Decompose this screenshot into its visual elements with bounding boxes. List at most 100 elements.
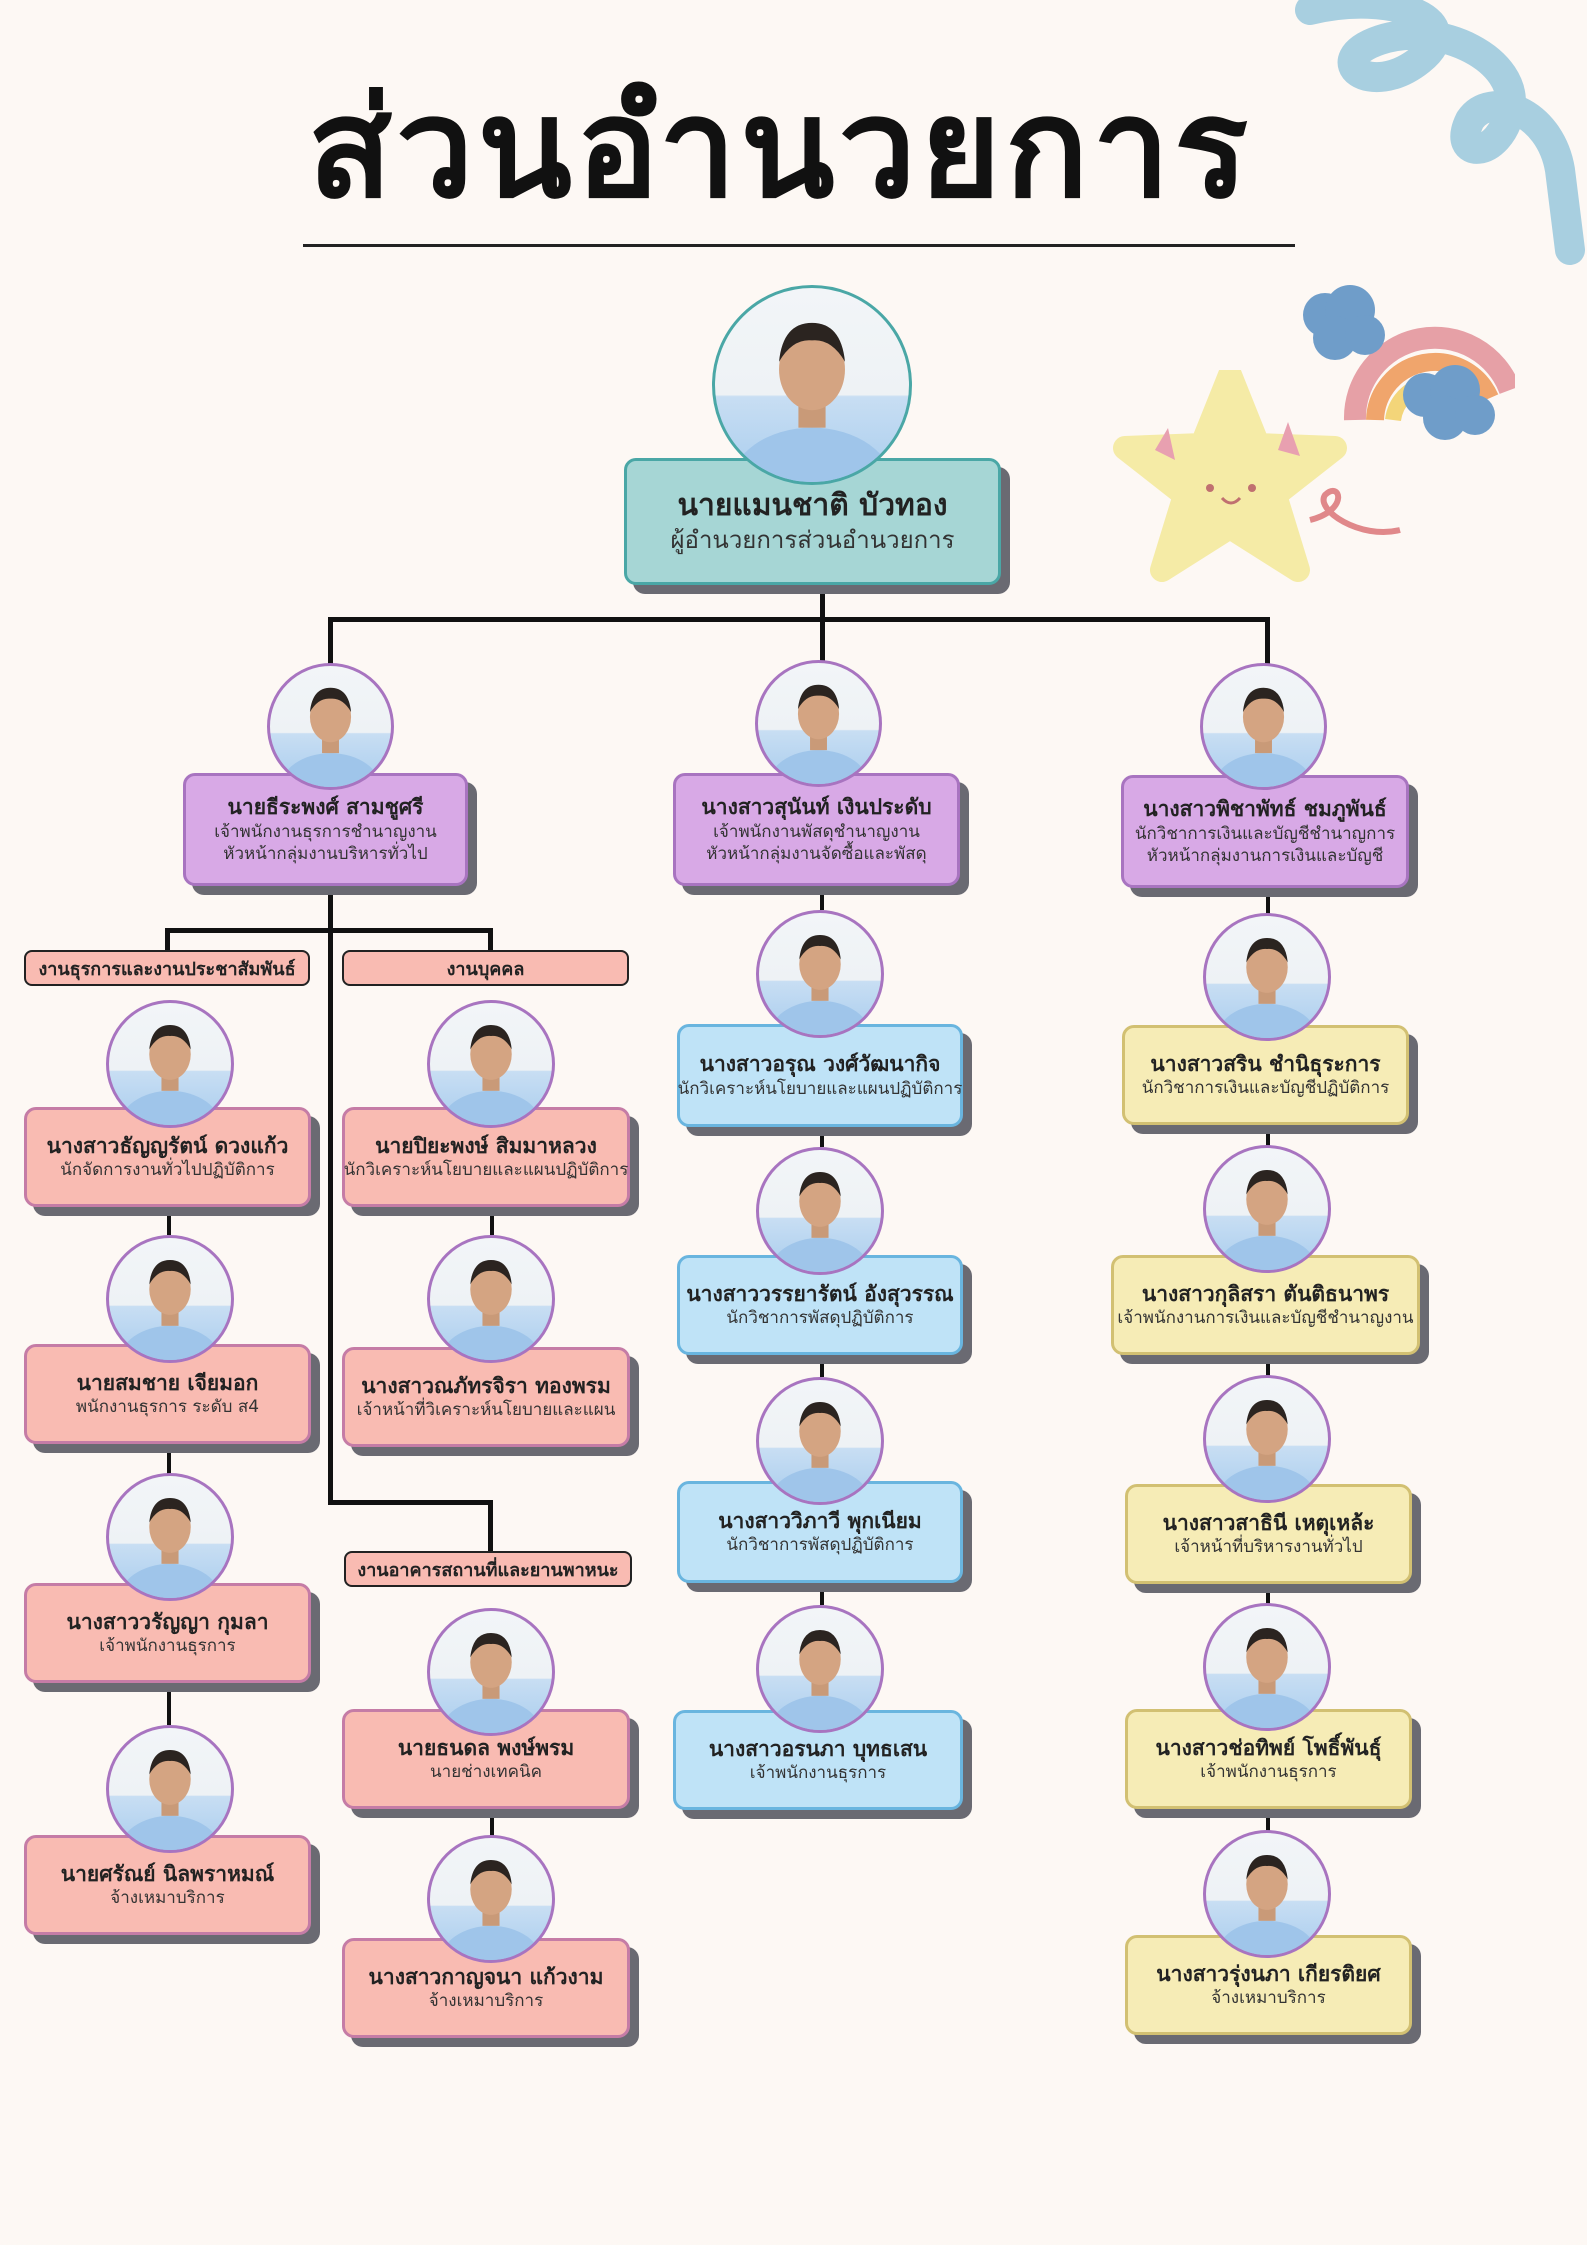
staff-role: เจ้าพนักงานธุรการ	[1200, 1762, 1337, 1783]
staff-name: นางสาวธัญญรัตน์ ดวงแก้ว	[46, 1133, 289, 1158]
staff-photo	[427, 1835, 555, 1963]
connector-line	[490, 1813, 494, 1838]
staff-role: จ้างเหมาบริการ	[110, 1888, 225, 1909]
connector-line	[167, 1683, 171, 1725]
connector-line	[488, 1500, 493, 1555]
connector-line	[328, 617, 1270, 622]
staff-role: เจ้าพนักงานธุรการ	[99, 1636, 236, 1657]
head-name: นางสาวสุนันท์ เงินประดับ	[701, 795, 932, 820]
staff-card: นางสาวอรุณ วงศ์วัฒนากิจ นักวิเคราะห์นโยบ…	[677, 1024, 963, 1127]
head-role: นักวิชาการเงินและบัญชีชำนาญการ	[1134, 823, 1396, 844]
connector-line	[1266, 1355, 1270, 1377]
staff-role: เจ้าหน้าที่บริหารงานทั่วไป	[1174, 1537, 1363, 1558]
connector-line	[328, 617, 333, 675]
staff-name: นางสาวกาญจนา แก้วงาม	[368, 1964, 604, 1989]
connector-line	[1266, 1583, 1270, 1605]
staff-card: นางสาวสริน ชำนิธุระการ นักวิชาการเงินและ…	[1122, 1025, 1409, 1125]
title-underline	[303, 244, 1295, 247]
connector-line	[328, 885, 333, 1505]
star-decoration	[1113, 370, 1401, 582]
staff-photo	[1203, 1603, 1331, 1731]
head-role: หัวหน้ากลุ่มงานการเงินและบัญชี	[1146, 845, 1384, 866]
connector-line	[820, 890, 824, 910]
director-name: นายแมนชาติ บัวทอง	[677, 488, 948, 524]
staff-photo	[106, 1473, 234, 1601]
connector-line	[1266, 1810, 1270, 1835]
head-photo	[267, 663, 394, 790]
connector-line	[1265, 617, 1270, 675]
rainbow-decoration	[1303, 285, 1515, 440]
connector-line	[165, 928, 493, 933]
section-label-general: งานธุรการและงานประชาสัมพันธ์	[24, 950, 310, 986]
head-photo	[755, 660, 882, 787]
page-title: ส่วนอำนวยการ	[307, 68, 1253, 229]
staff-name: นางสาวอรุณ วงศ์วัฒนากิจ	[699, 1052, 941, 1077]
staff-role: นักวิเคราะห์นโยบายและแผนปฏิบัติการ	[343, 1160, 629, 1181]
staff-card: นางสาวช่อทิพย์ โพธิ์พันธุ์ เจ้าพนักงานธุ…	[1125, 1709, 1412, 1809]
staff-photo	[756, 1377, 884, 1505]
director-photo	[712, 285, 912, 485]
connector-line	[820, 1355, 824, 1377]
connector-line	[167, 1205, 171, 1235]
head-photo	[1200, 663, 1327, 790]
staff-role: เจ้าพนักงานธุรการ	[749, 1763, 887, 1784]
connector-line	[820, 1583, 824, 1605]
head-role: เจ้าพนักงานพัสดุชำนาญงาน	[713, 821, 920, 842]
staff-name: นางสาวอรนภา บุทธเสน	[708, 1736, 928, 1761]
connector-line	[167, 1445, 171, 1475]
staff-role: พนักงานธุรการ ระดับ ส4	[75, 1397, 260, 1418]
staff-name: นางสาวกุลิสรา ตันติธนาพร	[1141, 1281, 1390, 1306]
blue-swirl-decoration	[1295, 0, 1585, 265]
head-card-finance: นางสาวพิชาพัทธ์ ชมภูพันธ์ นักวิชาการเงิน…	[1121, 775, 1409, 888]
connector-line	[820, 617, 825, 675]
head-name: นางสาวพิชาพัทธ์ ชมภูพันธ์	[1143, 797, 1387, 822]
staff-card: นายธนดล พงษ์พรม นายช่างเทคนิค	[342, 1709, 630, 1809]
head-role: หัวหน้ากลุ่มงานบริหารทั่วไป	[223, 843, 428, 864]
staff-photo	[756, 1605, 884, 1733]
staff-card: นางสาววิภาวี พุกเนียม นักวิชาการพัสดุปฏิ…	[677, 1481, 963, 1583]
connector-line	[165, 928, 170, 953]
staff-role: จ้างเหมาบริการ	[1211, 1988, 1326, 2009]
connector-line	[820, 590, 825, 620]
section-label-personnel: งานบุคคล	[342, 950, 629, 986]
staff-photo	[106, 1725, 234, 1853]
staff-photo	[1203, 1830, 1331, 1958]
staff-name: นางสาวสาธินี เหตุเหล้ะ	[1162, 1510, 1375, 1535]
staff-photo	[1203, 1145, 1331, 1273]
head-role: หัวหน้ากลุ่มงานจัดซื้อและพัสดุ	[706, 843, 927, 864]
staff-name: นางสาวรุ่งนภา เกียรติยศ	[1156, 1961, 1381, 1986]
head-name: นายธีระพงศ์ สามชูศรี	[227, 795, 424, 820]
staff-photo	[1203, 1375, 1331, 1503]
connector-line	[488, 928, 493, 953]
staff-role: นักวิชาการพัสดุปฏิบัติการ	[726, 1535, 914, 1556]
staff-name: นางสาวสริน ชำนิธุระการ	[1150, 1051, 1381, 1076]
staff-role: จ้างเหมาบริการ	[428, 1991, 544, 2012]
staff-name: นายปิยะพงษ์ สิมมาหลวง	[375, 1133, 597, 1158]
staff-name: นายสมชาย เจียมอก	[76, 1370, 259, 1395]
staff-role: นักวิชาการพัสดุปฏิบัติการ	[726, 1308, 914, 1329]
connector-line	[820, 1127, 824, 1147]
staff-role: นายช่างเทคนิค	[430, 1762, 542, 1783]
staff-photo	[1203, 913, 1331, 1041]
staff-photo	[427, 1000, 555, 1128]
staff-name: นางสาววรัญญา กุมลา	[66, 1609, 269, 1634]
staff-name: นางสาวณภัทรจิรา ทองพรม	[361, 1373, 611, 1398]
staff-role: นักจัดการงานทั่วไปปฏิบัติการ	[60, 1160, 275, 1181]
director-role: ผู้อำนวยการส่วนอำนวยการ	[670, 525, 955, 554]
section-label-building: งานอาคารสถานที่และยานพาหนะ	[344, 1551, 632, 1587]
staff-photo	[756, 1147, 884, 1275]
staff-role: เจ้าพนักงานการเงินและบัญชีชำนาญงาน	[1117, 1308, 1414, 1329]
connector-line	[1266, 1125, 1270, 1147]
staff-name: นางสาววรรยารัตน์ อังสุวรรณ	[686, 1281, 954, 1306]
staff-photo	[106, 1000, 234, 1128]
staff-role: เจ้าหน้าที่วิเคราะห์นโยบายและแผน	[356, 1400, 616, 1421]
head-role: เจ้าพนักงานธุรการชำนาญงาน	[214, 821, 437, 842]
staff-photo	[756, 910, 884, 1038]
staff-name: นายศรัณย์ นิลพราหมณ์	[60, 1861, 275, 1886]
connector-line	[328, 1500, 493, 1505]
staff-role: นักวิชาการเงินและบัญชีปฏิบัติการ	[1141, 1078, 1390, 1099]
staff-photo	[427, 1235, 555, 1363]
staff-name: นายธนดล พงษ์พรม	[397, 1735, 575, 1760]
staff-photo	[427, 1608, 555, 1736]
